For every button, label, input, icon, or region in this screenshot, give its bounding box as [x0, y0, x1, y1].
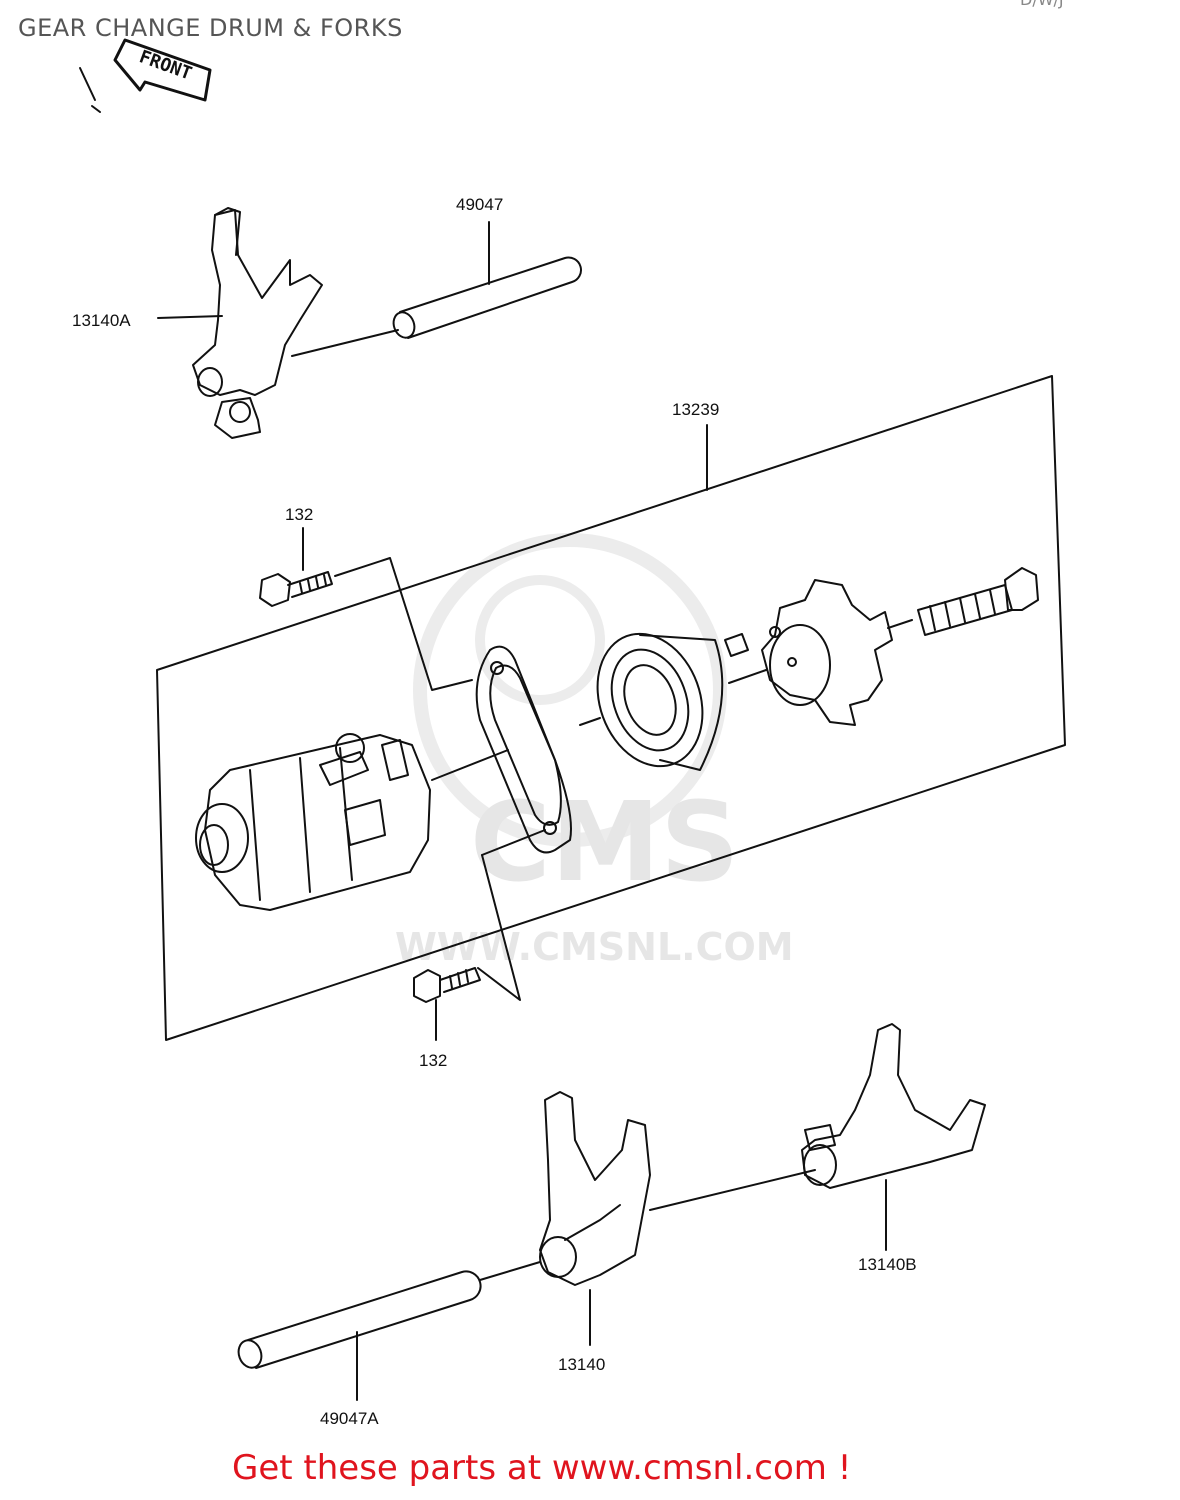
- footer-link[interactable]: Get these parts at www.cmsnl.com !: [232, 1448, 852, 1488]
- label-49047A: 49047A: [320, 1409, 379, 1428]
- bolt-upper: [259, 527, 473, 691]
- pin-holder-star: [761, 579, 893, 726]
- bearing: [579, 632, 724, 771]
- label-13140B: 13140B: [858, 1255, 917, 1274]
- fork-right: [801, 1023, 986, 1251]
- watermark: CMS WWW.CMSNL.COM: [395, 533, 794, 969]
- label-13140A: 13140A: [72, 311, 131, 330]
- front-arrow: FRONT: [79, 38, 212, 113]
- label-49047: 49047: [456, 195, 503, 214]
- watermark-brand: CMS: [470, 778, 739, 906]
- fork-upper: [157, 207, 399, 439]
- exploded-parts-diagram: CMS WWW.CMSNL.COM FRONT 49047 13140A 132…: [72, 38, 1066, 1428]
- gear-change-drum: [195, 733, 509, 911]
- drum-pin: [724, 633, 767, 684]
- drum-plate: [475, 645, 572, 1001]
- label-132-upper: 132: [285, 505, 313, 524]
- label-13140: 13140: [558, 1355, 605, 1374]
- label-132-lower: 132: [419, 1051, 447, 1070]
- shift-rod-lower: [237, 1270, 482, 1401]
- page-title: GEAR CHANGE DRUM & FORKS: [18, 14, 403, 42]
- long-bolt: [887, 567, 1039, 636]
- diagram-code: D/W/J: [1020, 0, 1064, 9]
- shift-rod-upper: [392, 221, 582, 339]
- label-13239: 13239: [672, 400, 719, 419]
- drum-assembly-frame: [156, 375, 1066, 1041]
- watermark-url: WWW.CMSNL.COM: [395, 925, 794, 969]
- fork-center: [479, 1091, 816, 1346]
- bolt-lower: [413, 967, 481, 1041]
